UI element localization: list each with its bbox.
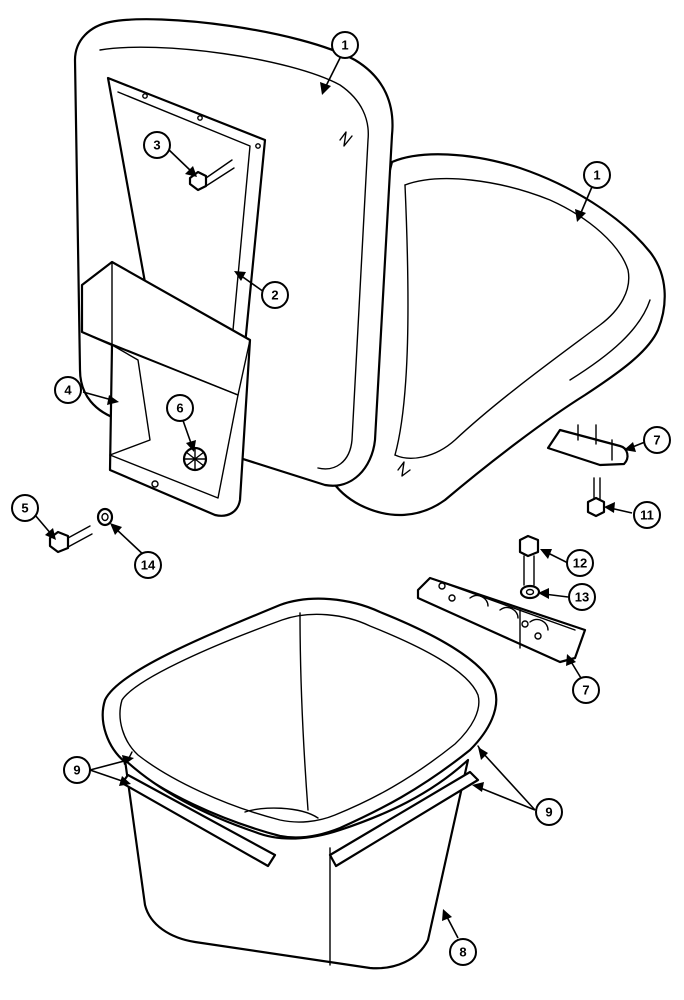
callout-6: 6 [166,394,194,422]
callout-1-backrest-label: 1 [341,38,348,53]
callout-7-lower: 7 [572,676,600,704]
callout-2-label: 2 [271,288,278,303]
callout-14-label: 14 [141,558,156,573]
callout-9-right: 9 [535,798,563,826]
callout-11-label: 11 [640,508,654,523]
callout-9-left: 9 [63,756,91,784]
callout-1-seat-label: 1 [593,168,600,183]
callout-12: 12 [566,549,594,577]
bolt-part-12 [518,534,540,586]
callout-1-seat: 1 [583,161,611,189]
callout-11: 11 [633,501,661,529]
rubber-grommet [182,446,208,472]
callout-6-label: 6 [176,401,183,416]
callout-7-upper-label: 7 [653,433,660,448]
callout-9-right-label: 9 [545,805,552,820]
storage-tub [101,597,498,970]
callout-7-lower-label: 7 [582,683,589,698]
bolt-part-5 [48,525,93,554]
callout-8-label: 8 [459,945,466,960]
bolt-part-11 [586,477,606,518]
callout-12-label: 12 [573,556,587,571]
screw-part-3 [188,159,235,192]
washer-part-14 [96,507,114,527]
callout-5: 5 [11,494,39,522]
callout-14: 14 [134,551,162,579]
washer-part-13 [519,584,541,600]
callout-7-upper: 7 [643,426,671,454]
callout-13-label: 13 [575,590,589,605]
seat-cushion [320,153,666,517]
callout-4-label: 4 [64,383,72,398]
callout-3: 3 [143,131,171,159]
callout-1-backrest: 1 [331,31,359,59]
callout-2: 2 [261,281,289,309]
callout-9-left-label: 9 [73,763,80,778]
callout-3-label: 3 [153,138,160,153]
hinge-lower [416,576,587,664]
callout-8: 8 [449,938,477,966]
callout-4: 4 [54,376,82,404]
storage-bracket [80,260,252,517]
callout-13: 13 [568,583,596,611]
tub-strips [120,745,483,868]
hinge-upper [546,424,629,467]
callout-5-label: 5 [21,501,28,516]
